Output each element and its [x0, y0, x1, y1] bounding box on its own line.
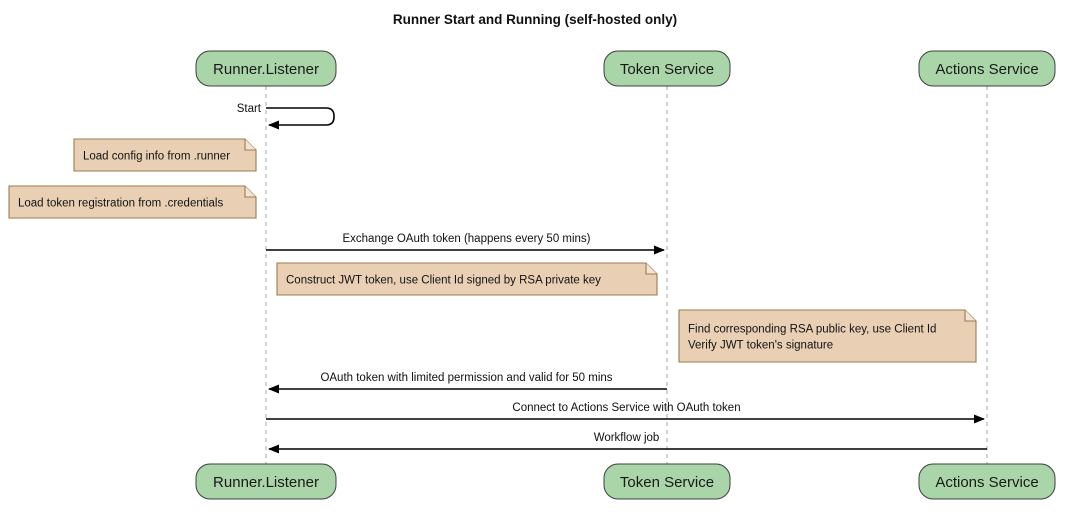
- message-oauth-token-reply[interactable]: OAuth token with limited permission and …: [268, 372, 667, 394]
- message-workflow-job[interactable]: Workflow job: [268, 432, 987, 454]
- note-body: [73, 138, 257, 172]
- note-fold-corner-icon: [645, 263, 657, 275]
- participant-box: [603, 50, 731, 87]
- participant-actions-top[interactable]: Actions Service: [918, 50, 1056, 87]
- participant-runner-top[interactable]: Runner.Listener: [195, 50, 337, 87]
- message-label: Workflow job: [594, 432, 660, 444]
- note-fold-corner-icon: [244, 186, 256, 198]
- note-text-line: Construct JWT token, use Client Id signe…: [286, 275, 601, 287]
- participant-label: Runner.Listener: [213, 474, 319, 491]
- participant-box: [918, 50, 1056, 87]
- participant-label: Actions Service: [935, 474, 1038, 491]
- note-load-token-registration[interactable]: Load token registration from .credential…: [8, 185, 257, 219]
- note-body: [276, 262, 658, 296]
- page-title: Runner Start and Running (self-hosted on…: [393, 12, 677, 27]
- participant-token-top[interactable]: Token Service: [603, 50, 731, 87]
- note-verify-jwt[interactable]: Find corresponding RSA public key, use C…: [678, 309, 977, 363]
- message-label: Exchange OAuth token (happens every 50 m…: [342, 233, 590, 245]
- message-label: OAuth token with limited permission and …: [320, 372, 612, 384]
- self-message-path: [266, 107, 335, 130]
- note-fold-corner-icon: [244, 139, 256, 151]
- note-text-line: Load config info from .runner: [83, 151, 230, 163]
- note-text-line: Find corresponding RSA public key, use C…: [688, 324, 936, 336]
- participant-label: Token Service: [620, 61, 714, 78]
- note-load-config[interactable]: Load config info from .runner: [73, 138, 257, 172]
- lifelines-layer: [265, 86, 988, 464]
- participant-box: [195, 50, 337, 87]
- message-exchange-oauth-token[interactable]: Exchange OAuth token (happens every 50 m…: [266, 233, 665, 255]
- message-label: Connect to Actions Service with OAuth to…: [512, 402, 740, 414]
- participant-box: [603, 463, 731, 500]
- note-body: [8, 185, 257, 219]
- participant-label: Actions Service: [935, 61, 1038, 78]
- participant-token-bottom[interactable]: Token Service: [603, 463, 731, 500]
- participant-box: [918, 463, 1056, 500]
- note-text-line: Verify JWT token's signature: [688, 340, 833, 352]
- note-body: [678, 309, 977, 363]
- message-connect-to-actions-service[interactable]: Connect to Actions Service with OAuth to…: [266, 402, 985, 424]
- note-fold-corner-icon: [964, 310, 976, 322]
- participant-runner-bottom[interactable]: Runner.Listener: [195, 463, 337, 500]
- participant-actions-bottom[interactable]: Actions Service: [918, 463, 1056, 500]
- message-label: Start: [237, 103, 262, 115]
- participant-label: Runner.Listener: [213, 61, 319, 78]
- message-start[interactable]: Start: [237, 103, 335, 130]
- participant-label: Token Service: [620, 474, 714, 491]
- note-construct-jwt[interactable]: Construct JWT token, use Client Id signe…: [276, 262, 658, 296]
- note-text-line: Load token registration from .credential…: [18, 198, 223, 210]
- participant-box: [195, 463, 337, 500]
